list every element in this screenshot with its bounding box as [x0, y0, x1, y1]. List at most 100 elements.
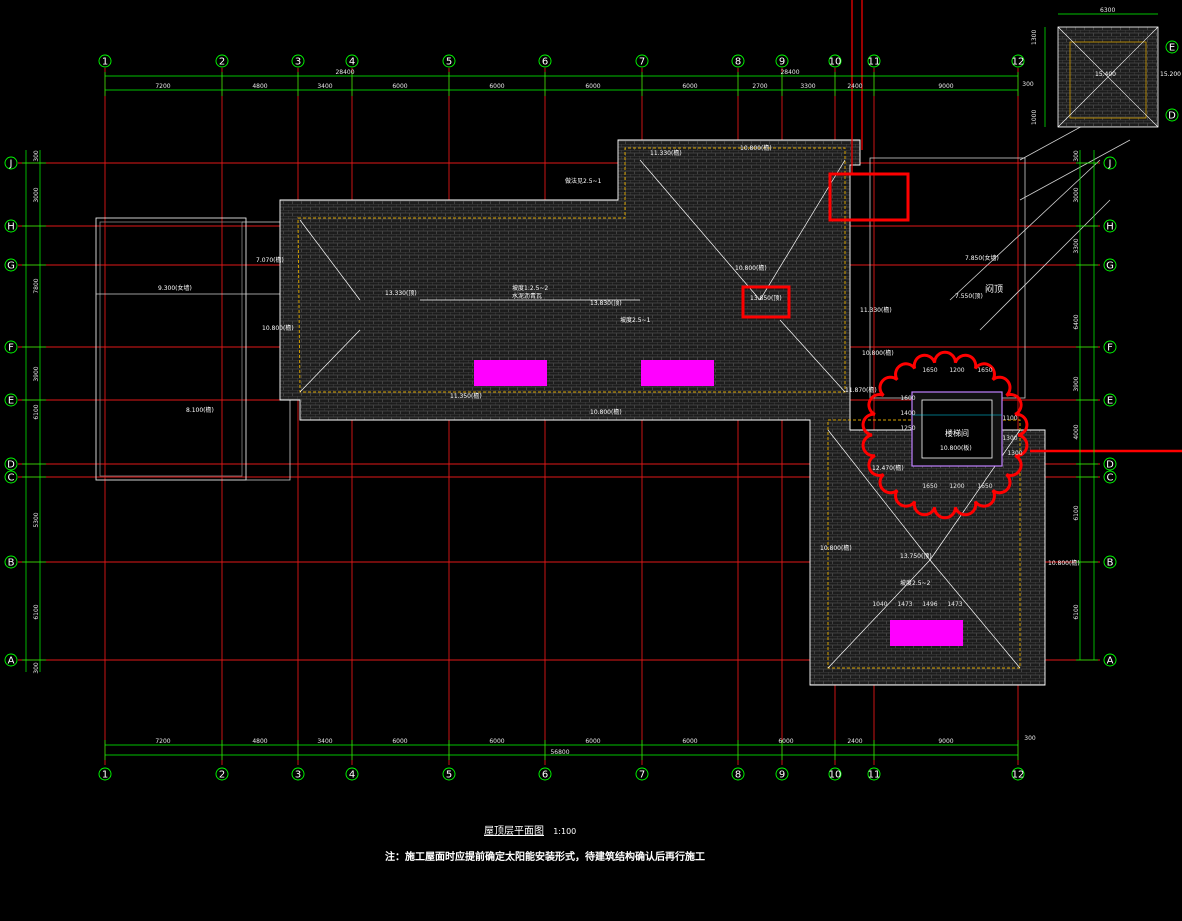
left-span-dim: 300 [33, 662, 40, 674]
elevation-label: 7.850(女墙) [965, 254, 999, 262]
inset-top-dim: 6300 [1100, 7, 1115, 14]
axis-bubble-left-A: A [4, 653, 18, 667]
axis-bubble-label: 10 [829, 770, 842, 781]
axis-bubble-label: 11 [868, 57, 881, 68]
axis-bubble-label: 8 [735, 57, 741, 68]
drawing-scale: 1:100 [553, 827, 577, 836]
top-span-dim: 3400 [317, 83, 332, 90]
axis-bubble-label: G [7, 261, 15, 272]
axis-bubble-label: J [1108, 159, 1112, 170]
left-span-dim: 300 [33, 150, 40, 162]
axis-bubble-label: F [8, 343, 14, 354]
small-dimension: 1300 [1007, 450, 1022, 457]
bottom-span-dim: 6000 [489, 738, 504, 745]
elevation-label: 11.870(檐) [845, 386, 877, 394]
left-span-dim: 7800 [33, 278, 40, 293]
axis-bubble-left-C: C [4, 470, 18, 484]
axis-bubble-inset-D: D [1165, 108, 1179, 122]
axis-bubble-label: 12 [1012, 770, 1025, 781]
right-span-dim: 4000 [1073, 424, 1080, 439]
axis-bubble-label: 6 [542, 57, 548, 68]
axis-bubble-top-8: 8 [731, 54, 745, 68]
axis-bubble-bottom-11: 11 [867, 767, 881, 781]
right-span-dim: 3000 [1073, 187, 1080, 202]
axis-bubble-label: 3 [295, 57, 301, 68]
pavilion-label: 闷顶 [985, 283, 1003, 295]
elevation-label: 11.330(檐) [650, 149, 682, 157]
small-dimension: 1650 [977, 483, 992, 490]
slope-label: 坡度1:2.5~2 [512, 284, 548, 292]
axis-bubble-label: G [1106, 261, 1114, 272]
axis-bubble-left-F: F [4, 340, 18, 354]
elevation-label: 10.800(檐) [862, 349, 894, 357]
axis-bubble-label: D [1106, 460, 1114, 471]
axis-bubble-bottom-6: 6 [538, 767, 552, 781]
small-dimension: 1040 [872, 601, 887, 608]
axis-bubble-bottom-1: 1 [98, 767, 112, 781]
detail-tag: 做法见2.5~1 [565, 177, 602, 185]
axis-bubble-label: 10 [829, 57, 842, 68]
solar-panel [890, 620, 963, 646]
elevation-label: 10.800(檐) [735, 264, 767, 272]
axis-bubble-right-E: E [1103, 393, 1117, 407]
right-span-dim: 6400 [1073, 314, 1080, 329]
markup-cloud [861, 350, 1029, 520]
inset-elevation-2: 15.200 [1160, 71, 1181, 78]
axis-bubble-top-1: 1 [98, 54, 112, 68]
axis-bubble-top-12: 12 [1011, 54, 1025, 68]
axis-bubble-label: D [7, 460, 15, 471]
slope-label: 坡度2.5~2 [900, 579, 931, 587]
right-span-dim: 3300 [1073, 238, 1080, 253]
axis-bubble-bottom-2: 2 [215, 767, 229, 781]
dimension-lines [22, 72, 1098, 760]
bottom-span-dim: 6000 [392, 738, 407, 745]
top-span-dim: 6000 [489, 83, 504, 90]
axis-bubble-bottom-12: 12 [1011, 767, 1025, 781]
left-flat-roof [95, 217, 291, 481]
markup-annotations [741, 0, 1182, 520]
axis-bubble-left-B: B [4, 555, 18, 569]
bottom-span-dim: 2400 [847, 738, 862, 745]
axis-bubble-bottom-5: 5 [442, 767, 456, 781]
construction-note: 注：施工屋面时应提前确定太阳能安装形式，待建筑结构确认后再行施工 [385, 852, 705, 863]
solar-panels [474, 360, 963, 646]
axis-bubble-label: E [1107, 396, 1113, 407]
top-span-dim: 3300 [800, 83, 815, 90]
axis-bubble-label: 9 [779, 770, 785, 781]
small-dimension: 1473 [897, 601, 912, 608]
axis-bubble-bottom-10: 10 [828, 767, 842, 781]
small-dimension: 1650 [922, 483, 937, 490]
elevation-label: 13.830(顶) [590, 300, 622, 307]
axis-bubble-label: B [8, 558, 15, 569]
axis-bubble-top-6: 6 [538, 54, 552, 68]
left-span-dim: 6100 [33, 404, 40, 419]
small-dimension: 1300 [1002, 435, 1017, 442]
pavilion-roof-outline [869, 99, 1131, 399]
axis-bubble-label: A [8, 656, 15, 667]
top-overall-dim: 28400 [335, 69, 354, 76]
axis-bubble-right-G: G [1103, 258, 1117, 272]
inset-side-dim-2: 1000 [1031, 110, 1038, 125]
solar-panel [474, 360, 547, 386]
axis-bubble-label: C [1107, 473, 1114, 484]
axis-bubble-label: 2 [219, 770, 225, 781]
elevation-label: 10.800(檐) [590, 408, 622, 416]
axis-bubble-left-H: H [4, 219, 18, 233]
top-span-dim: 6000 [585, 83, 600, 90]
axis-bubble-inset-E: E [1165, 40, 1179, 54]
axis-bubble-label: 8 [735, 770, 741, 781]
axis-bubble-top-5: 5 [442, 54, 456, 68]
axis-bubble-label: C [8, 473, 15, 484]
axis-bubble-right-D: D [1103, 457, 1117, 471]
axis-bubble-top-7: 7 [635, 54, 649, 68]
axis-bubble-label: 6 [542, 770, 548, 781]
small-dimension: 1100 [1002, 415, 1017, 422]
axis-bubble-top-10: 10 [828, 54, 842, 68]
axis-bubble-label: F [1107, 343, 1113, 354]
axis-bubble-label: E [1169, 43, 1175, 54]
top-span-dim: 9000 [938, 83, 953, 90]
elevation-label: 12.470(檐) [872, 464, 904, 472]
bottom-span-dim: 3400 [317, 738, 332, 745]
